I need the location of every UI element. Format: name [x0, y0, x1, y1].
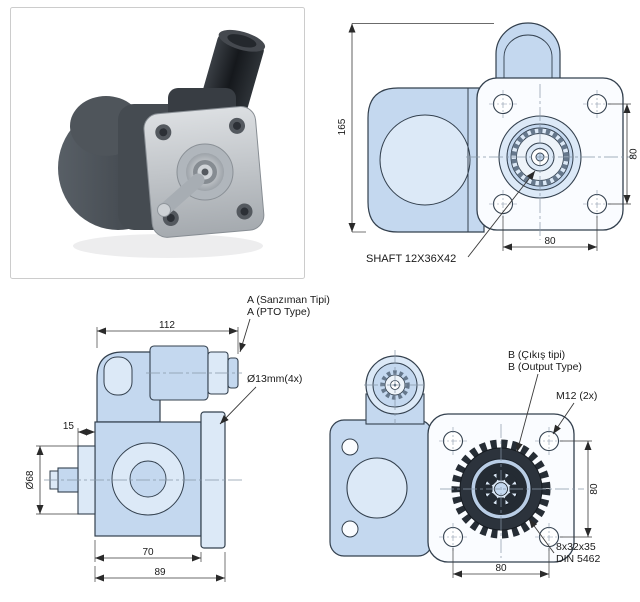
side-dim-68: Ø68 — [25, 445, 78, 515]
spline-standard-label: DIN 5462 — [556, 553, 601, 565]
output-type-label-en: B (Output Type) — [508, 361, 582, 373]
render-shadow — [73, 234, 263, 258]
spline-callout: 8x32x35 DIN 5462 — [528, 518, 601, 565]
output-dim-80-bottom: 80 — [452, 548, 550, 578]
mount-holes-label: Ø13mm(4x) — [247, 373, 302, 385]
side-plate-bore — [346, 457, 408, 519]
side-dim-15: 15 — [63, 421, 95, 446]
pto-type-label-en: A (PTO Type) — [247, 306, 310, 318]
side-dim-89: 89 — [94, 552, 226, 582]
thread-callout: M12 (2x) — [552, 390, 597, 435]
front-dome-inner — [503, 34, 553, 80]
product-3d-render — [58, 29, 266, 258]
side-centerlines — [44, 372, 242, 481]
side-clamp-detail — [103, 356, 133, 396]
spline-size-label: 8x32x35 — [556, 541, 596, 553]
pto-type-leader — [239, 318, 251, 353]
output-dim-80-right-text: 80 — [589, 483, 600, 495]
side-dim-112: 112 — [96, 320, 239, 354]
product-photo-panel — [10, 7, 305, 279]
internal-spline-teeth — [482, 470, 520, 508]
side-dim-68-text: Ø68 — [25, 470, 36, 489]
thread-label: M12 (2x) — [556, 390, 597, 402]
front-dim-80-bottom: 80 — [502, 216, 598, 251]
front-shaft-callout: SHAFT 12X36X42 — [366, 170, 536, 265]
front-body-bore — [379, 114, 471, 206]
side-plate-hole-bottom — [341, 520, 359, 538]
side-view: 112 15 Ø68 70 89 A — [25, 294, 330, 582]
output-centerlines — [364, 350, 584, 558]
mount-holes-callout: Ø13mm(4x) — [219, 373, 302, 425]
mount-holes-leader — [219, 386, 257, 425]
shaft-leader — [467, 170, 536, 258]
side-dim-112-text: 112 — [159, 320, 175, 331]
front-dim-165: 165 — [337, 23, 494, 233]
side-dim-70-text: 70 — [142, 547, 154, 558]
front-dim-165-text: 165 — [337, 118, 348, 135]
side-dim-15-text: 15 — [63, 421, 75, 432]
output-type-leader — [515, 373, 539, 453]
side-dim-89-text: 89 — [154, 567, 166, 578]
shaft-spec-label: SHAFT 12X36X42 — [366, 253, 456, 265]
front-dim-80-bottom-text: 80 — [544, 236, 556, 247]
front-centerlines — [466, 84, 634, 240]
pto-type-label-tr: A (Sanzıman Tipi) — [247, 294, 330, 306]
side-dim-70: 70 — [94, 540, 202, 562]
output-type-label-tr: B (Çıkış tipi) — [508, 349, 565, 361]
front-bolt-centermarks — [489, 90, 611, 218]
output-dim-80-right: 80 — [560, 440, 600, 538]
shaft-boss-3d — [157, 143, 234, 217]
output-type-callout: B (Çıkış tipi) B (Output Type) — [508, 349, 582, 453]
output-bolt-centermarks — [439, 427, 563, 551]
output-shaft-3d — [157, 173, 205, 217]
output-dim-80-bottom-text: 80 — [495, 563, 507, 574]
outlet-bore — [227, 34, 257, 48]
thread-leader — [552, 402, 575, 435]
front-dome-outline — [495, 22, 561, 81]
pto-type-callout: A (Sanzıman Tipi) A (PTO Type) — [239, 294, 330, 353]
front-dim-80-right: 80 — [608, 103, 640, 205]
spline-leader — [528, 518, 555, 554]
output-view: B (Çıkış tipi) B (Output Type) M12 (2x) … — [329, 349, 601, 578]
side-plate-hole-top — [341, 438, 359, 456]
front-view: 165 80 80 SHAFT 12X36X42 — [337, 22, 640, 265]
front-dim-80-right-text: 80 — [629, 148, 640, 160]
side-bearing-inner — [129, 460, 167, 498]
